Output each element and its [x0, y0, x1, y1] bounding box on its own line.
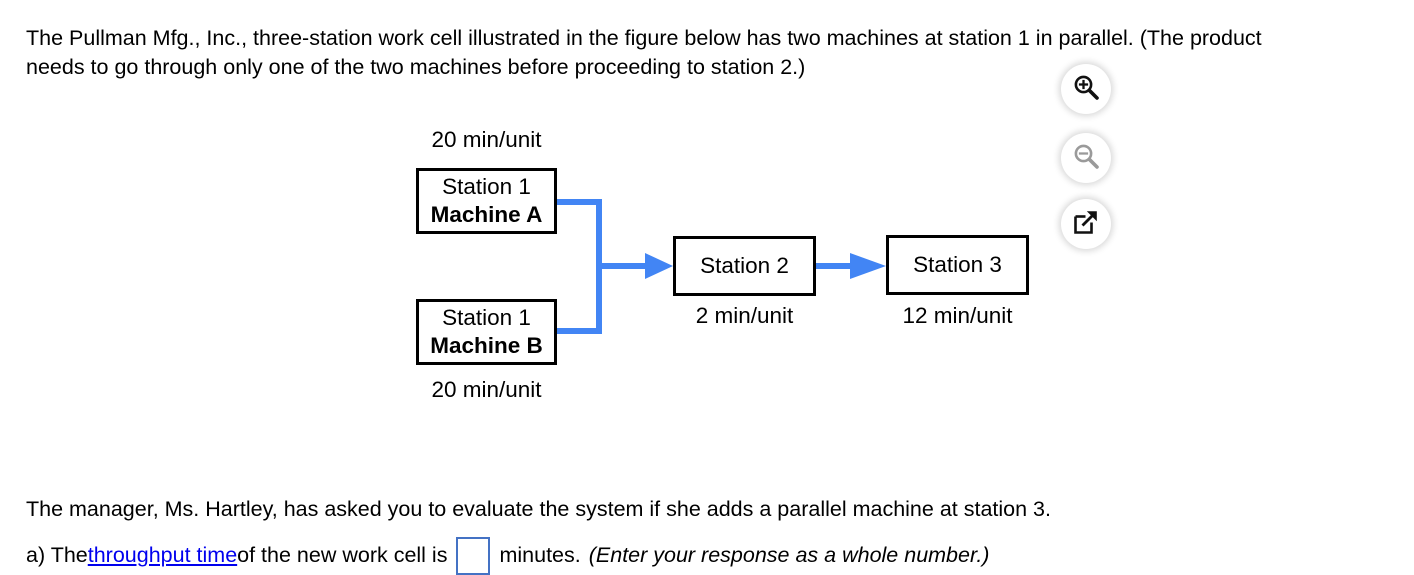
node-machine-label: Machine A — [430, 202, 543, 227]
node-machine-label: Machine B — [430, 333, 543, 358]
throughput-time-input[interactable] — [456, 537, 491, 575]
open-in-new-window-icon — [1071, 207, 1101, 242]
rate-label-station1-machine-b: 20 min/unit — [431, 377, 542, 402]
answer-unit-label: minutes. — [499, 543, 581, 567]
zoom-in-button[interactable] — [1061, 64, 1111, 114]
answer-hint: (Enter your response as a whole number.) — [588, 543, 990, 567]
answer-line: a) The throughput time of the new work c… — [26, 536, 990, 575]
answer-middle-text: of the new work cell is — [237, 543, 448, 567]
rate-label-station3: 12 min/unit — [902, 303, 1013, 328]
throughput-time-link[interactable]: throughput time — [87, 543, 238, 567]
node-station2: Station 2 — [673, 236, 816, 296]
node-station3: Station 3 — [886, 235, 1029, 295]
zoom-out-icon — [1071, 141, 1101, 176]
node-title: Station 1 — [442, 174, 531, 199]
node-title: Station 2 — [700, 253, 789, 278]
node-station1-machine-b: Station 1 Machine B — [416, 299, 557, 365]
zoom-out-button[interactable] — [1061, 133, 1111, 183]
manager-note: The manager, Ms. Hartley, has asked you … — [26, 496, 1051, 521]
problem-statement: The Pullman Mfg., Inc., three-station wo… — [26, 25, 1262, 79]
open-in-new-window-button[interactable] — [1061, 199, 1111, 249]
rate-label-station2: 2 min/unit — [695, 303, 794, 328]
rate-label-station1-machine-a: 20 min/unit — [431, 127, 542, 152]
node-station1-machine-a: Station 1 Machine A — [416, 168, 557, 234]
work-cell-diagram: Station 1 Machine A 20 min/unit Station … — [0, 110, 1060, 410]
node-title: Station 1 — [442, 305, 531, 330]
diagram-connectors — [557, 199, 886, 334]
zoom-in-icon — [1071, 72, 1101, 107]
answer-prefix: a) The — [26, 543, 88, 567]
node-title: Station 3 — [913, 252, 1002, 277]
